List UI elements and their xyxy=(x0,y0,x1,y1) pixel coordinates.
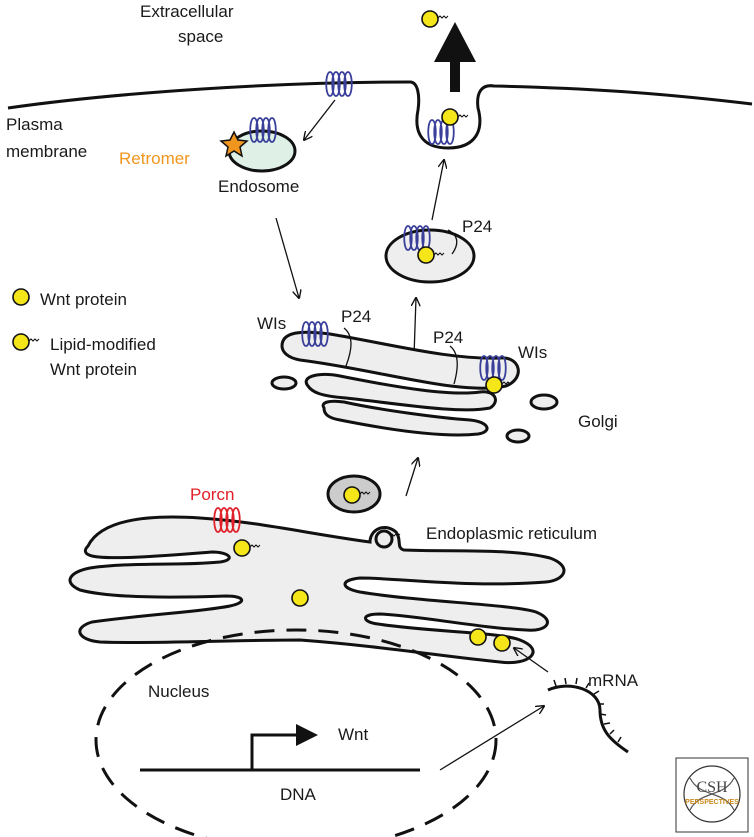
er-wnt-icon-3 xyxy=(493,634,511,652)
p24-vesicle-line xyxy=(447,229,458,255)
promoter-arrow xyxy=(250,733,300,770)
golgi-stack xyxy=(270,330,559,444)
endocytosis-arrow xyxy=(304,99,336,140)
nucleus-label: Nucleus xyxy=(148,682,209,701)
er-wnt-icon-2 xyxy=(469,628,487,646)
legend-lipid-label-1: Lipid-modified xyxy=(50,335,156,354)
er-wnt-icon xyxy=(291,589,309,607)
logo-top-text: CSH xyxy=(696,779,728,796)
vesicle-wnt-icon xyxy=(417,246,435,264)
legend-lipid-wnt-icon xyxy=(12,333,30,351)
p24-golgi-mid-line xyxy=(449,345,458,385)
legend-wnt-icon xyxy=(12,288,30,306)
golgi-to-vesicle-arrow xyxy=(414,298,416,357)
secreted-wnt-icon xyxy=(421,10,449,28)
extracellular-label-2: space xyxy=(178,27,223,46)
csh-perspectives-logo: CSH PERSPECTIVES xyxy=(675,757,749,833)
legend-lipid-label-2: Wnt protein xyxy=(50,360,137,379)
pocket-wnt-icon xyxy=(441,108,459,126)
retromer-label: Retromer xyxy=(119,149,190,168)
retrograde-arrow xyxy=(275,217,299,298)
translation-arrow xyxy=(514,648,549,673)
plasma-label-1: Plasma xyxy=(6,115,63,134)
porcn-label: Porcn xyxy=(190,485,234,504)
p24-golgi-mid-label: P24 xyxy=(433,328,463,347)
legend-wnt-label: Wnt protein xyxy=(40,290,127,309)
golgi-label: Golgi xyxy=(578,412,618,431)
retromer-star-icon xyxy=(219,130,249,158)
extracellular-label-1: Extracellular xyxy=(140,2,234,21)
er-bud xyxy=(374,529,394,549)
wnt-gene-label: Wnt xyxy=(338,725,369,744)
export-mrna-arrow xyxy=(439,706,544,771)
promoter-arrowhead-icon xyxy=(296,724,318,746)
er-label: Endoplasmic reticulum xyxy=(426,524,597,543)
nucleus xyxy=(94,628,498,837)
porcn-wnt-icon xyxy=(233,539,251,557)
mrna-strand xyxy=(547,677,629,754)
golgi-wnt-icon xyxy=(485,376,503,394)
endosome-label: Endosome xyxy=(218,177,299,196)
p24-vesicle-label: P24 xyxy=(462,217,492,236)
p24-golgi-left-line xyxy=(343,327,352,367)
vesicle-to-membrane-arrow xyxy=(431,160,444,221)
p24-golgi-left-label: P24 xyxy=(341,307,371,326)
logo-bottom-text: PERSPECTIVES xyxy=(685,799,739,806)
plasma-label-2: membrane xyxy=(6,142,87,161)
wls-right-label: WIs xyxy=(518,343,547,362)
endoplasmic-reticulum xyxy=(68,515,566,665)
dna-label: DNA xyxy=(280,785,317,804)
export-arrow xyxy=(434,22,476,92)
plasma-membrane xyxy=(7,80,753,150)
er-vesicle-wnt-icon xyxy=(343,486,361,504)
mrna-label: mRNA xyxy=(588,671,639,690)
wls-left-label: WIs xyxy=(257,314,286,333)
er-to-golgi-arrow xyxy=(405,458,418,497)
